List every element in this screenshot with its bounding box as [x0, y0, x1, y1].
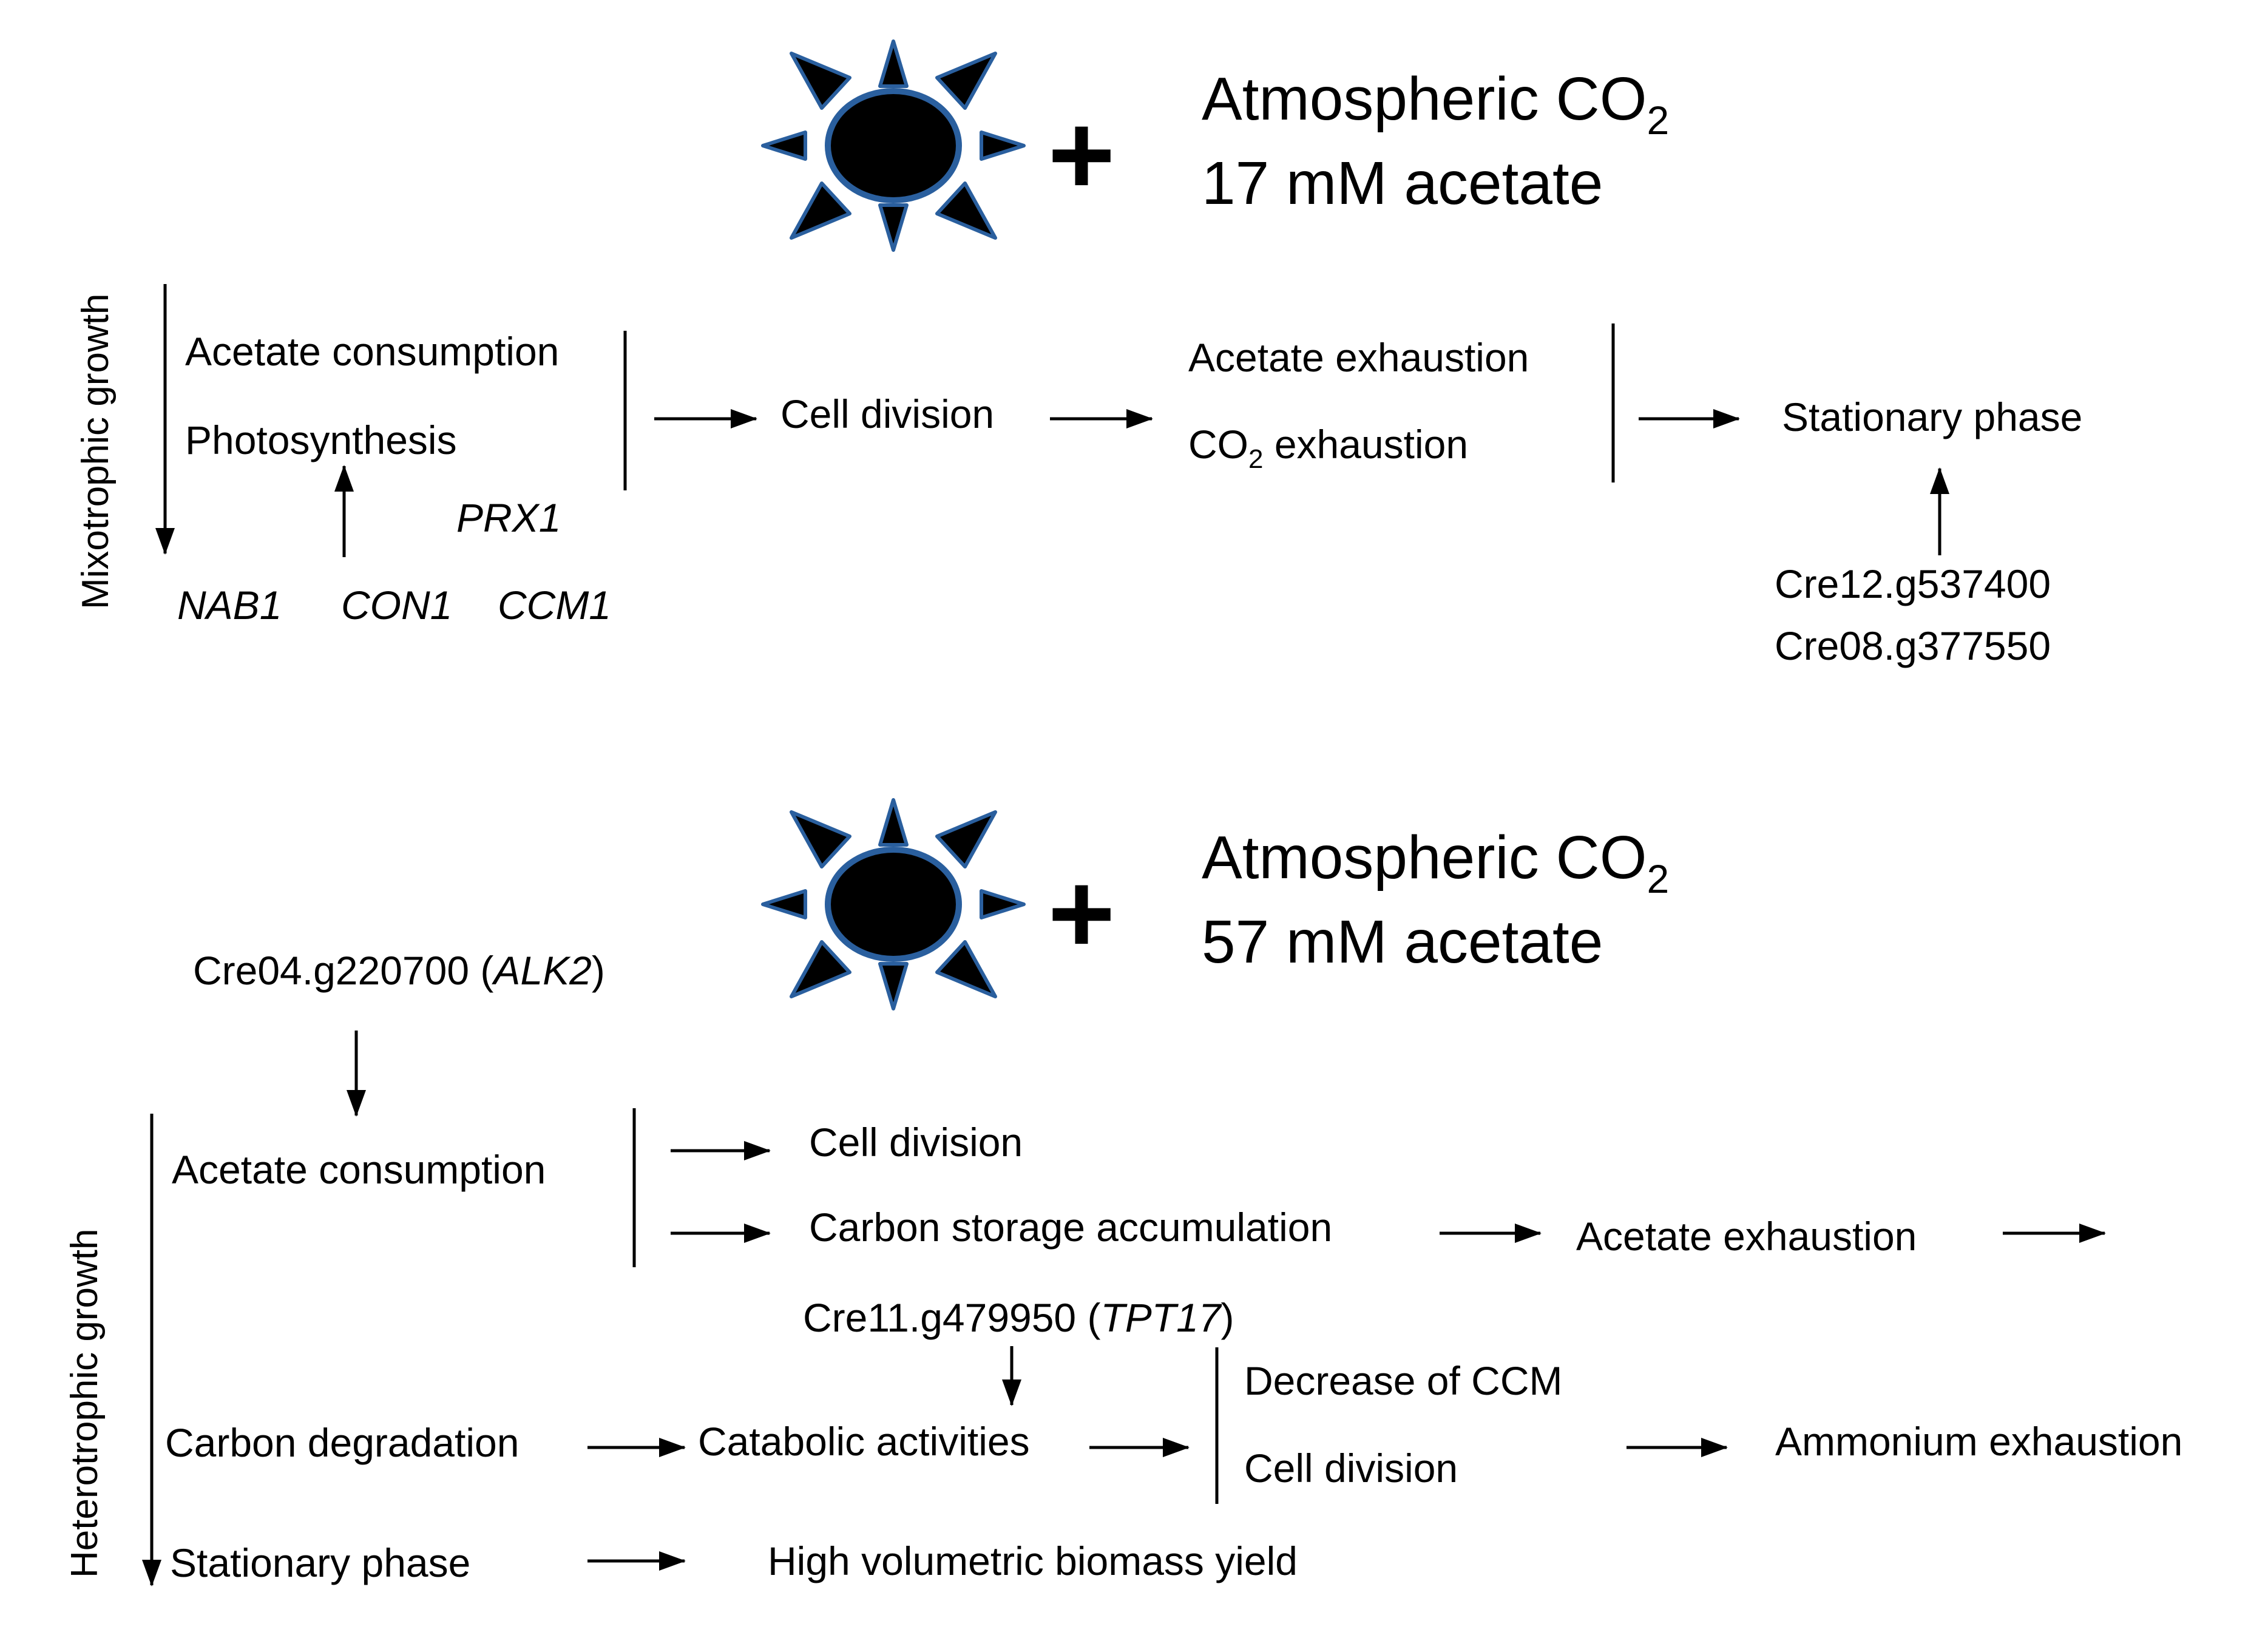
acetate-exhaustion-node: Acetate exhaustion: [1188, 335, 1529, 380]
stationary-phase-node: Stationary phase: [170, 1540, 470, 1585]
acetate-exhaustion-node: Acetate exhaustion: [1576, 1214, 1917, 1259]
carbon-storage-node: Carbon storage accumulation: [809, 1205, 1332, 1250]
stationary-phase-node: Stationary phase: [1782, 394, 2082, 439]
heterotrophic-axis-label: Heterotrophic growth: [64, 1229, 106, 1579]
carbon-degradation-node: Carbon degradation: [165, 1420, 519, 1465]
plus-sign: +: [1048, 849, 1115, 978]
gene-nab1: NAB1: [177, 583, 282, 628]
co2-exhaustion-node: CO2 exhaustion: [1188, 422, 1468, 474]
condition-co2-label: Atmospheric CO2: [1202, 824, 1669, 901]
gene-cre12: Cre12.g537400: [1775, 561, 2051, 606]
ammonium-exhaustion-node: Ammonium exhaustion: [1775, 1419, 2182, 1464]
condition-acetate-label: 17 mM acetate: [1202, 149, 1603, 217]
gene-con1: CON1: [341, 583, 452, 628]
photosynthesis-node: Photosynthesis: [185, 418, 457, 462]
cell-division-node: Cell division: [780, 391, 994, 436]
decrease-ccm-node: Decrease of CCM: [1244, 1358, 1563, 1403]
gene-tpt17: Cre11.g479950 (TPT17): [803, 1295, 1234, 1340]
acetate-consumption-node: Acetate consumption: [185, 329, 559, 374]
gene-prx1: PRX1: [456, 495, 561, 540]
mixotrophic-panel: + Atmospheric CO2 17 mM acetate Mixotrop…: [75, 39, 2082, 668]
biomass-yield-node: High volumetric biomass yield: [768, 1539, 1298, 1583]
catabolic-activities-node: Catabolic activities: [698, 1419, 1030, 1464]
condition-co2-label: Atmospheric CO2: [1202, 65, 1669, 143]
condition-acetate-label: 57 mM acetate: [1202, 908, 1603, 976]
mixotrophic-axis-label: Mixotrophic growth: [75, 294, 117, 609]
sun-icon: [761, 798, 1026, 1010]
gene-ccm1: CCM1: [498, 583, 611, 628]
acetate-consumption-node: Acetate consumption: [172, 1147, 546, 1192]
gene-cre08: Cre08.g377550: [1775, 623, 2051, 668]
plus-sign: +: [1048, 90, 1115, 219]
cell-division-node: Cell division: [1244, 1446, 1458, 1491]
gene-alk2: Cre04.g220700 (ALK2): [193, 948, 605, 993]
cell-division-node: Cell division: [809, 1120, 1023, 1165]
heterotrophic-panel: + Atmospheric CO2 57 mM acetate Cre04.g2…: [64, 798, 2182, 1586]
sun-icon: [761, 39, 1026, 252]
